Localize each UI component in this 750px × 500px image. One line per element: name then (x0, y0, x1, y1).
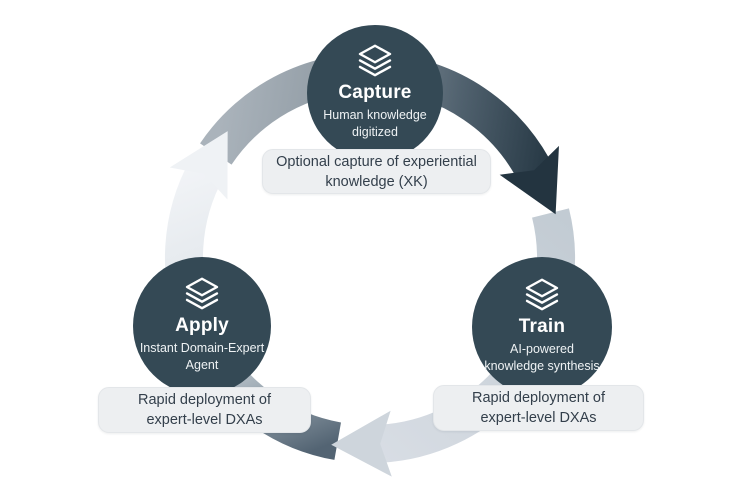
callout-train: Rapid deployment of expert-level DXAs (433, 385, 644, 431)
callout-capture: Optional capture of experiential knowled… (262, 149, 491, 194)
node-circle-apply (133, 257, 271, 395)
node-circle-capture (307, 25, 443, 161)
callout-apply: Rapid deployment of expert-level DXAs (98, 387, 311, 433)
node-circle-train (472, 257, 612, 397)
